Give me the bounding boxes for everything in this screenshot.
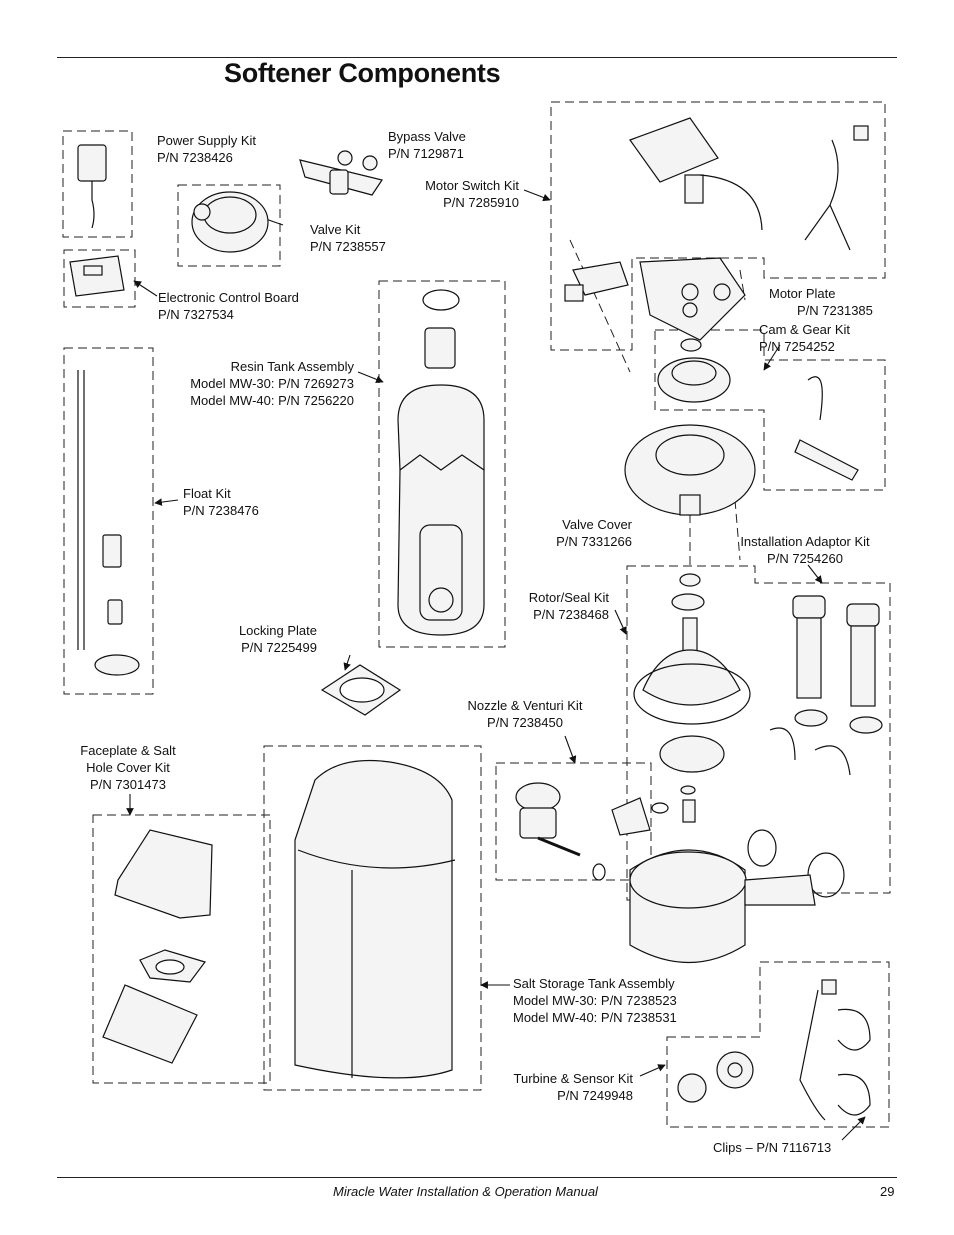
page-title: Softener Components <box>224 58 501 88</box>
label-clips: Clips – P/N 7116713 <box>713 1140 832 1155</box>
bottom-rule <box>57 1177 897 1178</box>
footer-manual-title: Miracle Water Installation & Operation M… <box>333 1184 598 1199</box>
page-number: 29 <box>880 1184 895 1199</box>
top-rule <box>57 57 897 58</box>
part-illustrations <box>69 117 883 1121</box>
callout-arrows <box>126 189 866 1141</box>
